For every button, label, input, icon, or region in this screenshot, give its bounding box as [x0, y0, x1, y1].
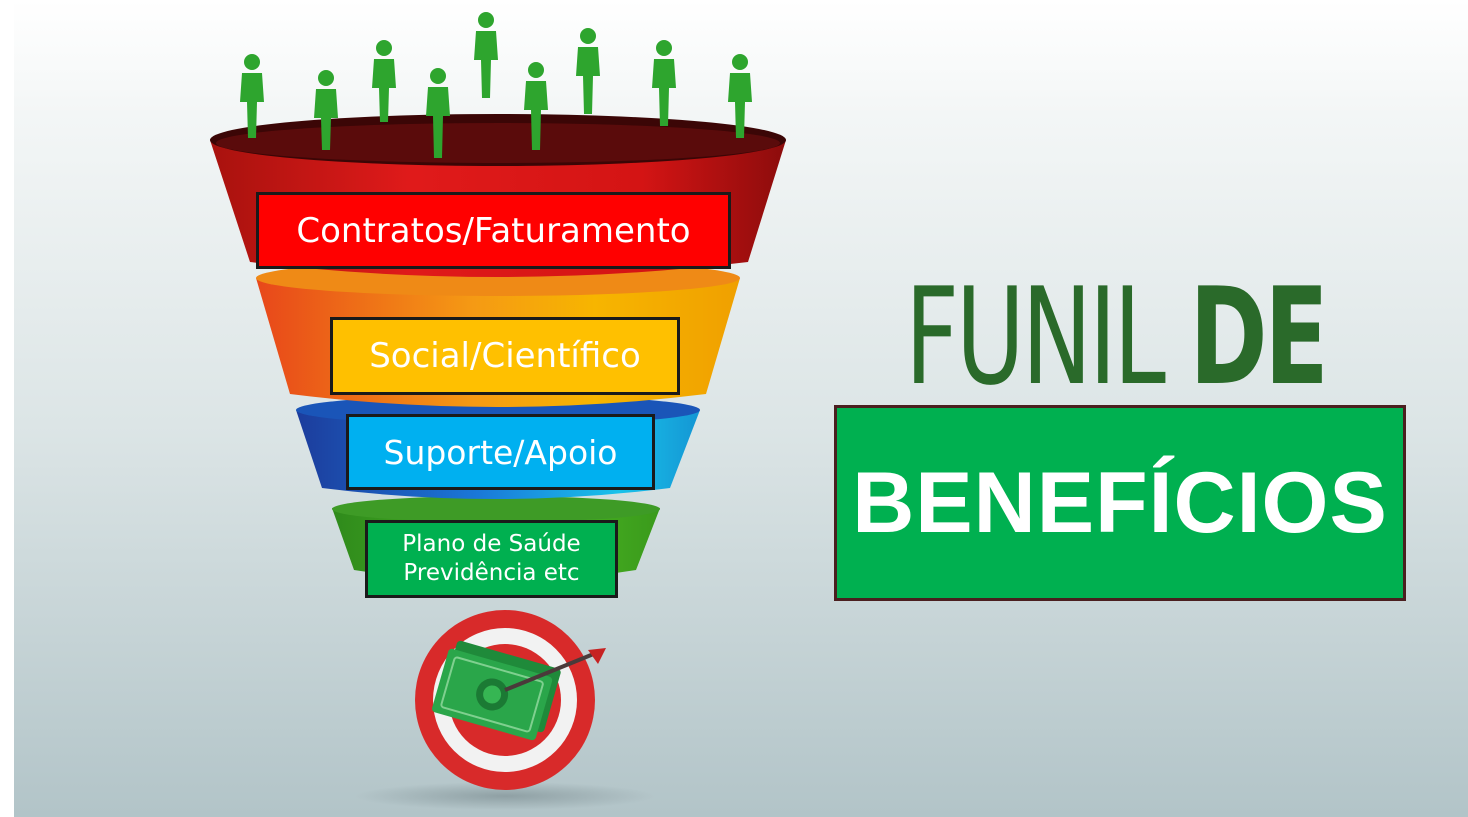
level-3-text: Suporte/Apoio	[383, 432, 618, 472]
people-icon	[240, 12, 752, 158]
level-1-text: Contratos/Faturamento	[296, 210, 691, 251]
title-box-beneficios: BENEFÍCIOS	[834, 405, 1406, 601]
title-line-1: FUNIL DE	[905, 259, 1329, 415]
left-margin	[0, 0, 14, 817]
level-4-text-line2: Previdência etc	[403, 560, 580, 586]
funnel-layer-green-top	[332, 496, 660, 522]
arrow-icon	[504, 648, 606, 692]
level-label-plano: Plano de Saúde Previdência etc	[365, 520, 618, 598]
level-label-social: Social/Científico	[330, 317, 680, 395]
title-word-de: DE	[1189, 259, 1328, 415]
target-shadow	[355, 782, 655, 810]
money-icon	[432, 640, 561, 741]
level-2-text: Social/Científico	[369, 336, 641, 376]
level-label-suporte: Suporte/Apoio	[346, 414, 655, 490]
title-word-beneficios: BENEFÍCIOS	[852, 454, 1388, 551]
level-label-contratos: Contratos/Faturamento	[256, 192, 731, 269]
title-word-funil: FUNIL	[905, 259, 1190, 415]
level-4-text-line1: Plano de Saúde	[402, 531, 581, 557]
